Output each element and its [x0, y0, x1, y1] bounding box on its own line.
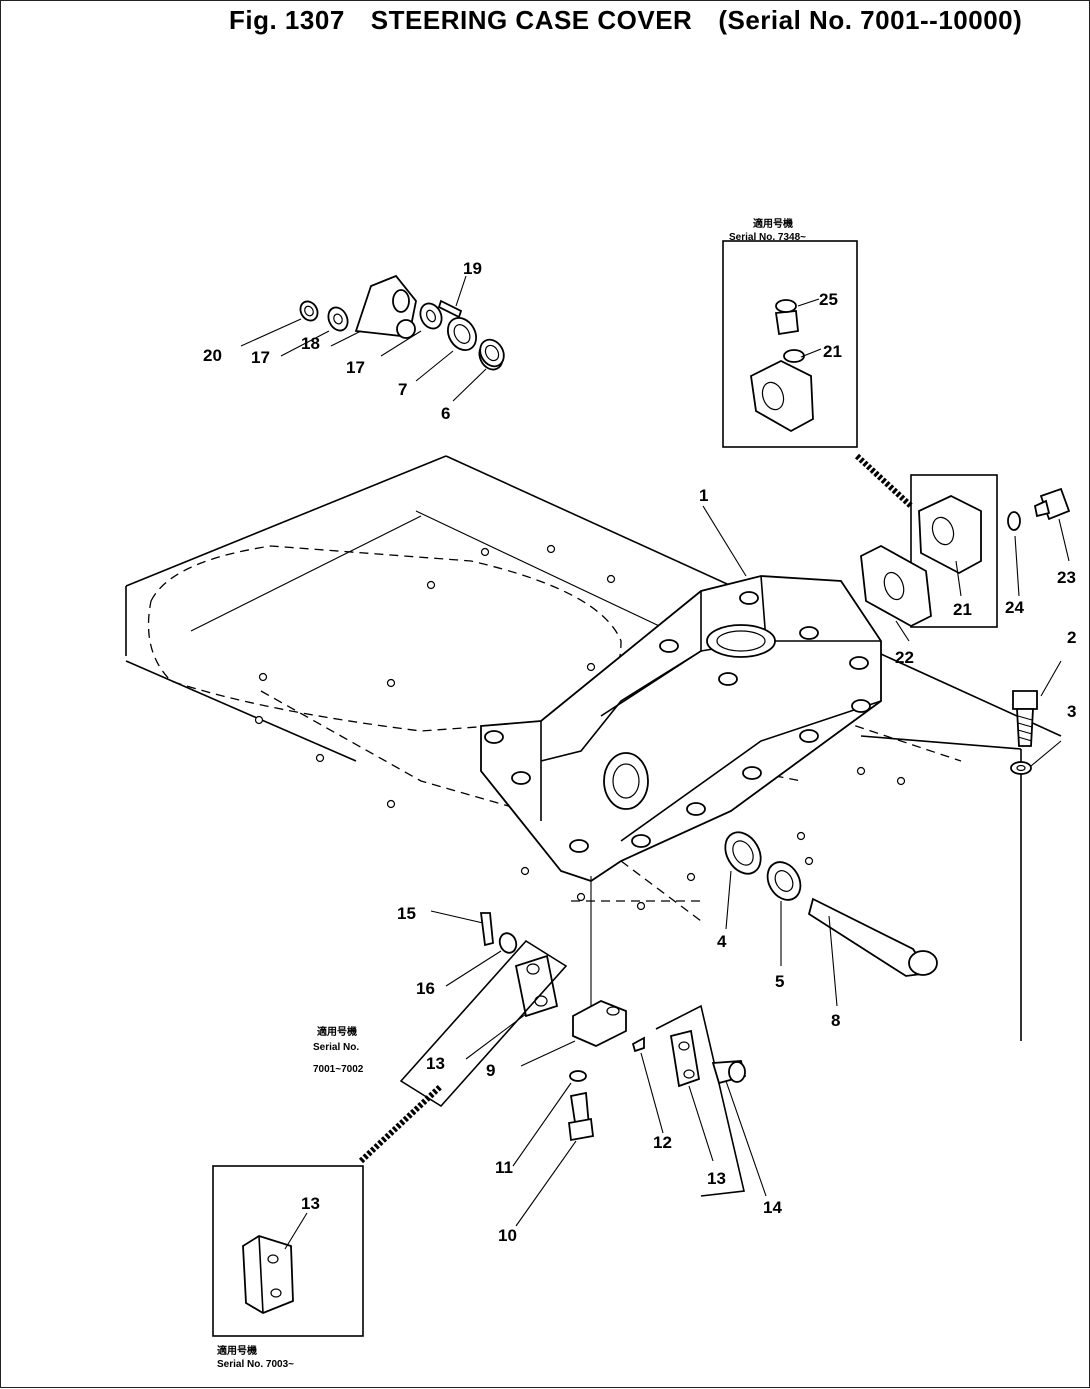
callout-11: 11 — [495, 1158, 513, 1177]
breather-25 — [774, 298, 820, 336]
callout-21-top: 21 — [823, 342, 842, 361]
lever-18 — [330, 274, 417, 347]
callout-9: 9 — [486, 1061, 495, 1080]
key-12 — [631, 1036, 664, 1134]
pin-14 — [711, 1060, 767, 1197]
callout-25: 25 — [819, 290, 838, 309]
bolt-10 — [515, 1091, 594, 1227]
key-19 — [437, 275, 467, 319]
figure-name: STEERING CASE COVER — [370, 5, 693, 35]
inset-top-serial: Serial No. 7348~ — [729, 232, 806, 243]
elbow-21-top — [750, 348, 822, 433]
inset-bottom-header: 適用号機 — [217, 1344, 257, 1357]
link-13-left — [399, 939, 568, 1108]
callout-1: 1 — [699, 486, 708, 505]
callout-7: 7 — [398, 380, 407, 399]
figure-number: Fig. 1307 — [229, 5, 345, 35]
callout-13-right: 13 — [707, 1169, 726, 1188]
figure-serial: (Serial No. 7001--10000) — [718, 5, 1023, 35]
callout-13-inset: 13 — [301, 1194, 320, 1213]
bearing-4 — [724, 831, 762, 930]
inset-box-bottom — [212, 1165, 364, 1337]
callout-18: 18 — [301, 334, 320, 353]
callout-3: 3 — [1067, 702, 1076, 721]
bolt-23 — [1033, 487, 1071, 562]
lockwasher-24 — [1007, 511, 1021, 597]
washer-3 — [1010, 740, 1062, 775]
callout-22: 22 — [895, 648, 914, 667]
shaft-8 — [807, 897, 938, 1007]
steering-case-cover — [480, 575, 882, 882]
callout-13-left: 13 — [426, 1054, 445, 1073]
inset-caption-bottom: 適用号機 Serial No. 7003~ — [217, 1344, 294, 1370]
bushing-6b — [452, 338, 505, 402]
washer-16 — [445, 932, 518, 987]
callout-19: 19 — [463, 259, 482, 278]
callout-15: 15 — [397, 904, 416, 923]
callout-24: 24 — [1005, 598, 1024, 617]
washer-17-upper — [280, 306, 349, 357]
callout-17-upper: 17 — [251, 348, 270, 367]
link-13-inset — [242, 1212, 308, 1314]
callout-16: 16 — [416, 979, 435, 998]
inset-connector-left — [358, 1083, 444, 1164]
callout-6: 6 — [441, 404, 450, 423]
inset-box-right — [910, 474, 998, 628]
callout-12: 12 — [653, 1133, 672, 1152]
inset-connector-top — [854, 453, 914, 509]
inset-top-header: 適用号機 — [753, 217, 793, 230]
inset-bottom-serial: Serial No. 7003~ — [217, 1359, 294, 1370]
callout-labels: 1 2 3 4 5 6 7 8 9 10 11 12 13 13 13 14 1… — [203, 259, 1076, 1245]
callout-5: 5 — [775, 972, 784, 991]
bolt-2 — [1012, 660, 1062, 747]
pin-15 — [430, 910, 494, 947]
callout-21-right: 21 — [953, 600, 972, 619]
snap-ring-20 — [240, 300, 319, 347]
inset-caption-left: 適用号機 Serial No. 7001~7002 — [313, 1025, 364, 1075]
callout-17-lower: 17 — [346, 358, 365, 377]
callout-10: 10 — [498, 1226, 517, 1245]
callout-20: 20 — [203, 346, 222, 365]
figure-title: Fig. 1307 STEERING CASE COVER (Serial No. … — [229, 5, 1048, 36]
callout-14: 14 — [763, 1198, 782, 1217]
callout-23: 23 — [1057, 568, 1076, 587]
base-bolt-holes — [254, 544, 906, 911]
inset-left-line2: 7001~7002 — [313, 1064, 364, 1075]
case-body-outline — [125, 455, 1062, 1041]
inset-left-header: 適用号機 — [317, 1025, 357, 1038]
link-13-right — [655, 1004, 745, 1197]
callout-4: 4 — [717, 932, 727, 951]
inset-left-line1: Serial No. — [313, 1042, 359, 1053]
gasket-22 — [860, 544, 932, 642]
inset-box-top — [722, 240, 858, 448]
washer-17-lower — [380, 302, 443, 357]
washer-11 — [512, 1070, 587, 1167]
clamp-9 — [520, 1000, 627, 1067]
inset-caption-top: 適用号機 Serial No. 7348~ — [729, 217, 806, 243]
callout-8: 8 — [831, 1011, 840, 1030]
cover-bolt-bosses — [484, 591, 871, 853]
seal-7 — [415, 317, 478, 382]
callout-2: 2 — [1067, 628, 1076, 647]
seal-5 — [766, 861, 802, 966]
